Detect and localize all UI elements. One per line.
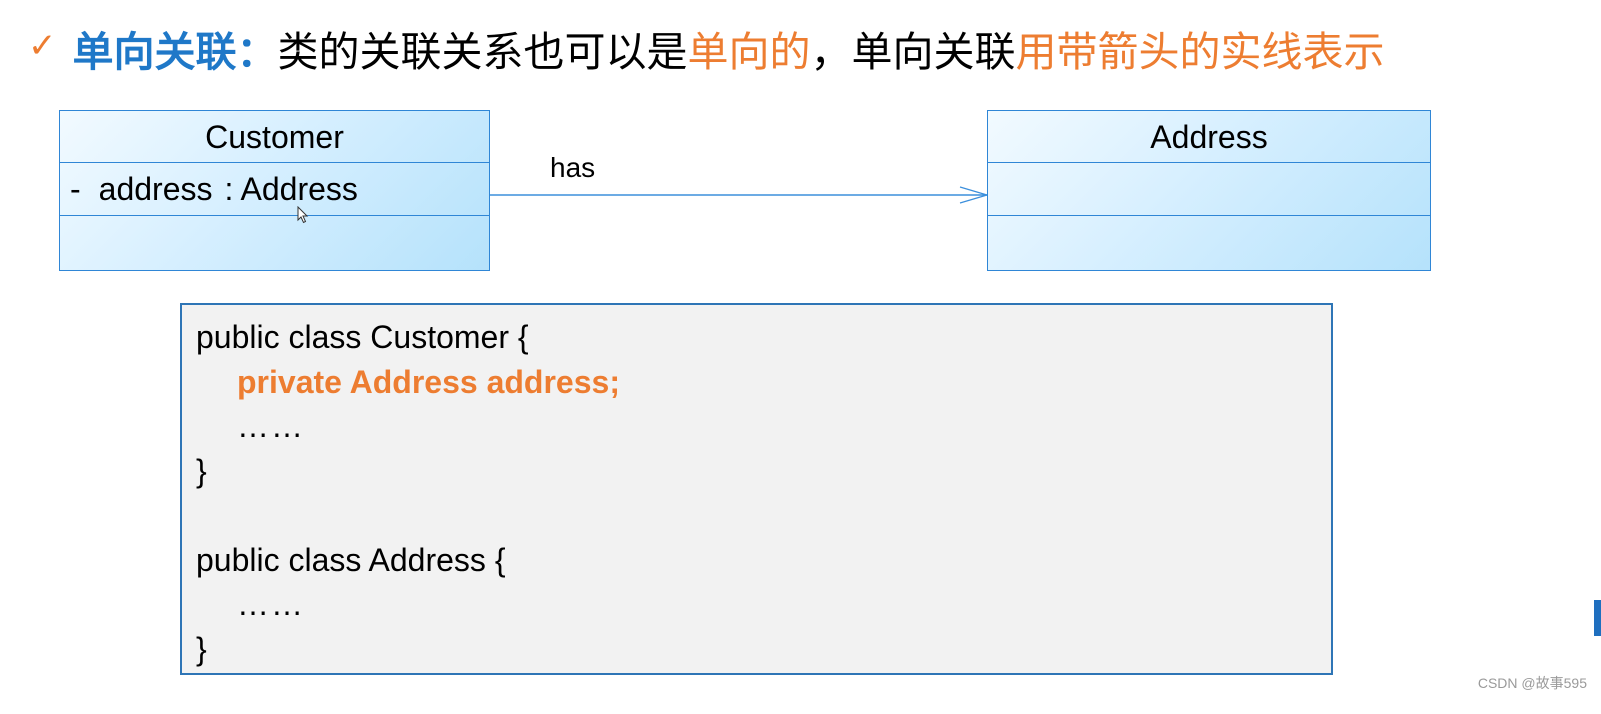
title-segment: 类的关联关系也可以是	[277, 29, 688, 75]
code-line: public class Address {	[196, 541, 506, 578]
code-line-highlighted: private Address address;	[237, 363, 620, 400]
code-line: }	[196, 630, 207, 667]
edge-marker	[1594, 600, 1601, 636]
checkmark-icon: ✓	[28, 27, 57, 65]
title-segment-highlight: 单向的	[687, 29, 811, 75]
slide-title: ✓ 单向关联： 类的关联关系也可以是 单向的 ，单向关联 用带箭头的实线表示	[28, 18, 1385, 78]
attributes-compartment: - address : Address	[60, 163, 489, 216]
operations-compartment	[60, 216, 489, 270]
class-name: Address	[1150, 119, 1268, 155]
uml-class-address[interactable]: Address	[987, 110, 1431, 271]
code-snippet: public class Customer { private Address …	[180, 303, 1333, 675]
title-keyword: 单向关联：	[72, 29, 278, 75]
attribute-name: address	[98, 170, 213, 207]
code-line-blank	[196, 493, 1331, 538]
title-segment: ，单向关联	[810, 29, 1016, 75]
code-line: ……	[237, 586, 305, 622]
attribute-type: : Address	[224, 170, 358, 207]
class-name-compartment: Address	[988, 111, 1430, 163]
class-name: Customer	[205, 119, 344, 155]
operations-compartment	[988, 216, 1430, 270]
attributes-compartment	[988, 163, 1430, 216]
association-label: has	[550, 152, 596, 183]
code-line: ……	[237, 408, 305, 444]
uml-class-customer[interactable]: Customer - address : Address	[59, 110, 490, 271]
mouse-cursor-icon	[297, 206, 309, 224]
watermark: CSDN @故事595	[1477, 675, 1587, 691]
code-line: public class Customer {	[196, 319, 529, 355]
attribute-visibility: -	[70, 170, 81, 207]
association-arrow-icon	[490, 186, 988, 204]
code-line: }	[196, 452, 207, 489]
title-segment-highlight: 用带箭头的实线表示	[1015, 29, 1385, 75]
class-name-compartment: Customer	[60, 111, 489, 163]
